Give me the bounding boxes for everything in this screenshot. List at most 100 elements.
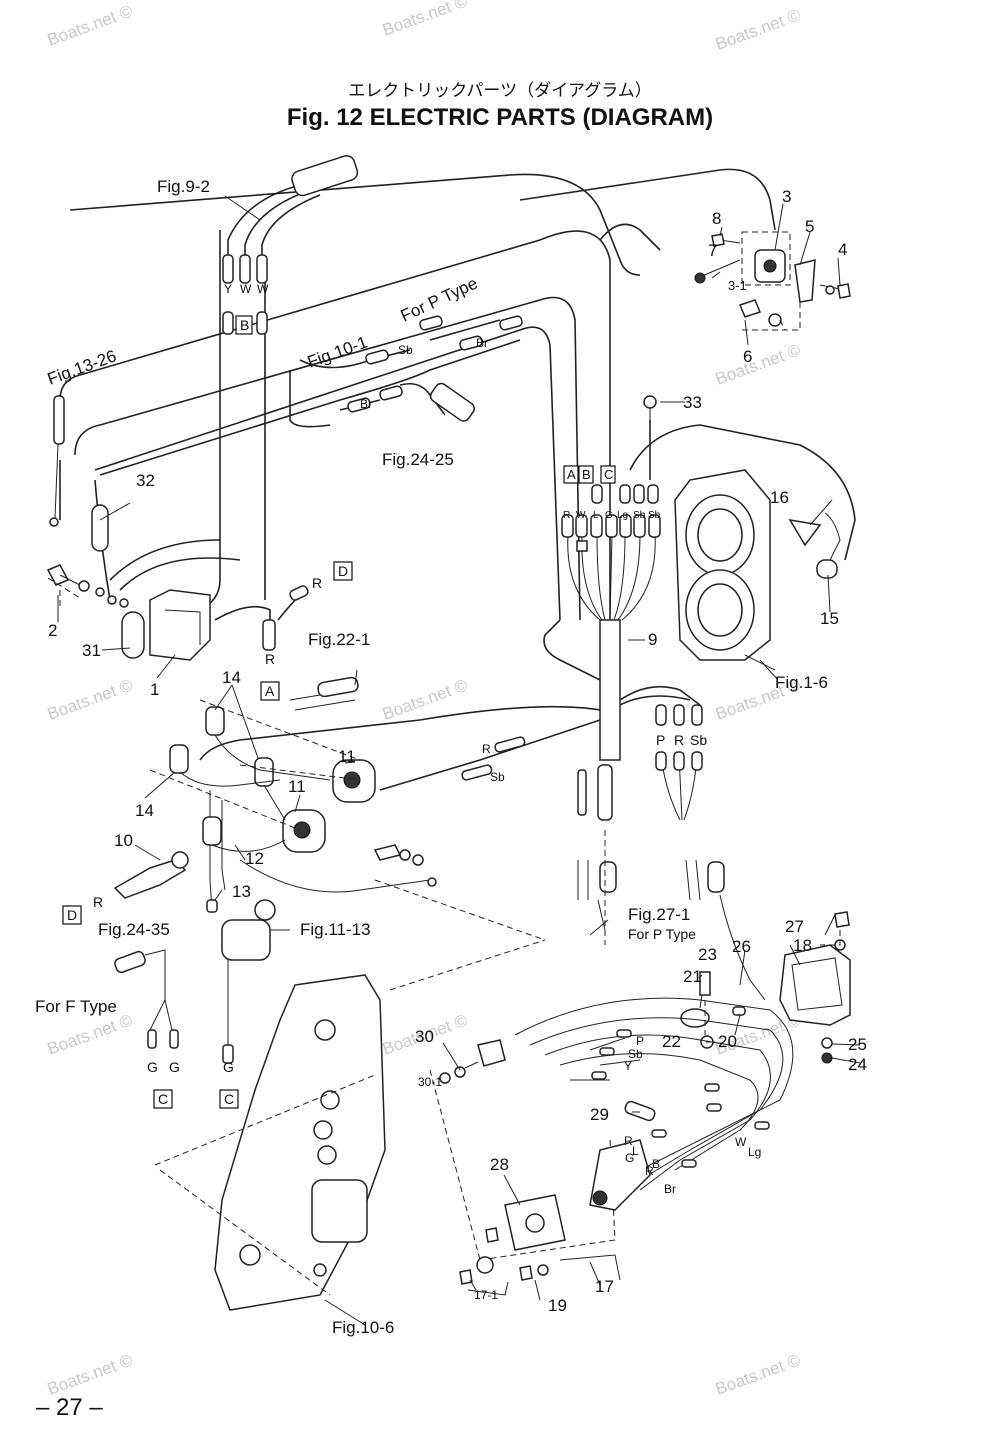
- wire-code-w: W: [735, 1135, 747, 1149]
- wire-code-sb: Sb: [628, 1047, 643, 1061]
- connector-box-b-top: B: [235, 315, 253, 335]
- part-number-9: 9: [648, 630, 657, 649]
- starter-relay-fig11-13: [221, 919, 271, 961]
- part-number-20: 20: [718, 1032, 737, 1051]
- connector-box-c-left: C: [153, 1089, 173, 1109]
- fig-ref-10-6: Fig.10-6: [332, 1318, 394, 1337]
- bracket-5: [794, 259, 816, 303]
- svg-text:A: A: [265, 683, 275, 699]
- part-number-12: 12: [245, 849, 264, 868]
- svg-text:B: B: [240, 317, 249, 333]
- watermark: Boats.net ©: [45, 1350, 136, 1398]
- wire-code-sb: Sb: [490, 770, 505, 784]
- page-number: – 27 –: [36, 1394, 103, 1421]
- part-number-22: 22: [662, 1032, 681, 1051]
- leader-lines: [57, 195, 861, 1326]
- for-p-type-label-bottom: For P Type: [628, 926, 696, 942]
- part-number-19: 19: [548, 1296, 567, 1315]
- svg-text:C: C: [158, 1091, 168, 1107]
- watermark: Boats.net ©: [713, 5, 804, 53]
- connector-box-c-right: C: [219, 1089, 239, 1109]
- part-number-14b: 14: [135, 801, 154, 820]
- part-number-1: 1: [150, 680, 159, 699]
- part-number-10: 10: [114, 831, 133, 850]
- part-number-30: 30: [415, 1027, 434, 1046]
- part-number-4: 4: [838, 240, 847, 259]
- connector-fig9-2: [291, 155, 359, 197]
- wire-code-r: R: [563, 510, 570, 521]
- watermark: Boats.net ©: [45, 1010, 136, 1058]
- svg-text:B: B: [582, 467, 591, 482]
- svg-text:C: C: [224, 1091, 234, 1107]
- watermark: Boats.net ©: [45, 675, 136, 723]
- part-number-27: 27: [785, 917, 804, 936]
- svg-text:C: C: [604, 467, 613, 482]
- watermark: Boats.net ©: [380, 675, 471, 723]
- wire-code-br: Br: [664, 1182, 676, 1196]
- fig-ref-1-6: Fig.1-6: [775, 673, 828, 692]
- connector-box-c-mid: C: [600, 465, 616, 484]
- fig-ref-9-2: Fig.9-2: [157, 177, 210, 196]
- control-panel-assembly: [154, 879, 851, 1311]
- fig-ref-22-1: Fig.22-1: [308, 630, 370, 649]
- wire-code-p: P: [636, 1034, 644, 1048]
- part-number-18: 18: [793, 936, 812, 955]
- wire-code-w: W: [257, 282, 269, 296]
- diagram-title-english: Fig. 12 ELECTRIC PARTS (DIAGRAM): [286, 104, 714, 131]
- part-number-31: 31: [82, 641, 101, 660]
- wire-code-r: R: [645, 1164, 654, 1178]
- wire-code-w: W: [240, 282, 252, 296]
- part-number-17: 17: [595, 1277, 614, 1296]
- connector-box-a-mid: A: [563, 465, 579, 484]
- wire-code-sb: Sb: [398, 343, 413, 357]
- wire-code-g: G: [147, 1059, 158, 1075]
- wire-code-br: Br: [476, 336, 488, 350]
- part-number-2: 2: [48, 621, 57, 640]
- part-number-17-1: 17-1: [474, 1288, 498, 1302]
- part-number-32: 32: [136, 471, 155, 490]
- fig-ref-27-1: Fig.27-1: [628, 905, 690, 924]
- connector-box-d-left: D: [62, 905, 82, 925]
- wire-code-g: G: [605, 510, 613, 521]
- wire-code-w: W: [576, 510, 586, 521]
- wire-code-r: R: [674, 732, 684, 748]
- wire-code-lg: Lg: [748, 1145, 761, 1159]
- part-number-8: 8: [712, 209, 721, 228]
- wire-code-g: G: [169, 1059, 180, 1075]
- connector-box-a-bottom: A: [260, 681, 280, 701]
- wire-code-r: R: [312, 575, 322, 591]
- wire-code-b: B: [652, 1157, 660, 1171]
- watermark: Boats.net ©: [45, 1, 136, 49]
- wire-code-l: L: [632, 1144, 639, 1158]
- wire-code-br: Br: [360, 397, 372, 411]
- part-number-16: 16: [770, 488, 789, 507]
- part-number-14a: 14: [222, 668, 241, 687]
- wire-code-l: L: [593, 510, 599, 521]
- wire-code-r: R: [482, 742, 491, 756]
- wire-code-r: R: [265, 651, 275, 667]
- connectors: [46, 231, 851, 1064]
- wire-code-g: G: [625, 1151, 634, 1165]
- bracket-31: [121, 611, 145, 659]
- cdi-unit-1: [149, 589, 211, 661]
- part-number-26: 26: [732, 937, 751, 956]
- part-number-7: 7: [708, 241, 717, 260]
- clamp-32: [91, 504, 109, 552]
- part-number-21: 21: [683, 967, 702, 986]
- connector-box-d-right: D: [333, 561, 353, 581]
- part-number-15: 15: [820, 609, 839, 628]
- part-number-29: 29: [590, 1105, 609, 1124]
- watermark: Boats.net ©: [380, 0, 471, 40]
- fig-ref-11-13: Fig.11-13: [300, 920, 371, 939]
- wire-code-p: P: [656, 732, 665, 748]
- part-number-24: 24: [848, 1055, 867, 1074]
- diagram-title-japanese: エレクトリックパーツ（ダイアグラム）: [348, 81, 652, 101]
- wire-code-sb: Sb: [690, 732, 707, 748]
- svg-text:D: D: [338, 563, 348, 579]
- for-f-type-label: For F Type: [35, 997, 117, 1016]
- part-number-25: 25: [848, 1035, 867, 1054]
- part-number-28: 28: [490, 1155, 509, 1174]
- wire-code-g: G: [223, 1059, 234, 1075]
- part-number-6: 6: [743, 347, 752, 366]
